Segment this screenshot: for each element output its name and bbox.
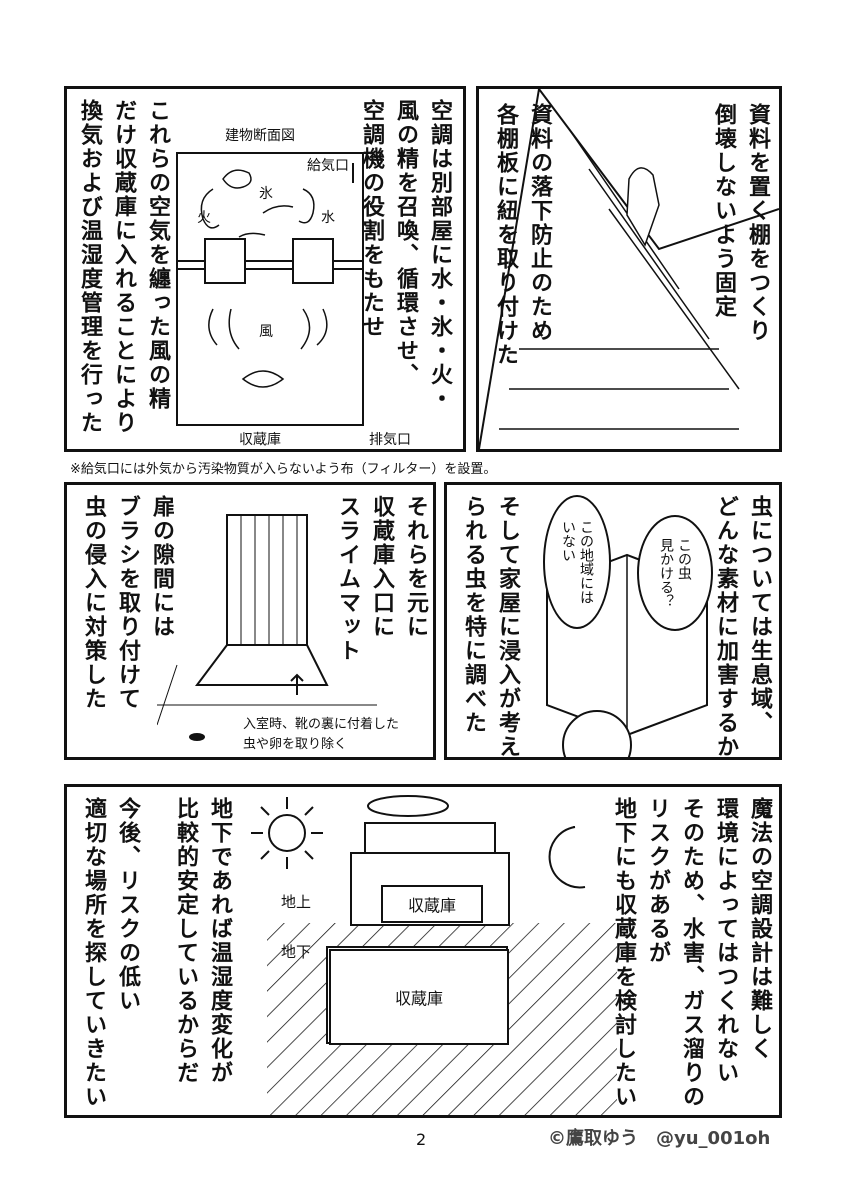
panel-underground: 収蔵庫 収蔵庫 地上 地下 魔法の空調設計は難しく 環境によってはつくれない そ… bbox=[64, 784, 782, 1118]
panel-air-conditioning: 空調は別部屋に水・氷・火・ 風の精を召喚、循環させ、 空調機の役割をもたせ これ… bbox=[64, 86, 466, 452]
speech-bubble-answer: この地域には いない bbox=[543, 495, 611, 629]
label-above-ground: 地上 bbox=[281, 893, 312, 911]
caption-1: 入室時、靴の裏に付着した bbox=[243, 717, 400, 732]
narration-6: 地下であれば温湿度変化が bbox=[207, 797, 232, 1085]
narration-4: リスクがあるが bbox=[645, 797, 670, 965]
storage-upper: 収蔵庫 bbox=[381, 885, 483, 923]
narration-1: 資料を置く棚をつくり bbox=[745, 103, 770, 343]
narration-3: そのため、水害、ガス溜りの bbox=[679, 797, 704, 1109]
building-cross-section bbox=[176, 152, 364, 426]
narration-2: 収蔵庫入口に bbox=[369, 495, 394, 639]
narration-right-1: 空調は別部屋に水・氷・火・ bbox=[427, 99, 452, 411]
narration-1: 魔法の空調設計は難しく bbox=[747, 797, 772, 1061]
label-inlet: 給気口 bbox=[307, 158, 349, 174]
narration-3: そして家屋に浸入が考え bbox=[495, 495, 520, 759]
sun-icon bbox=[251, 797, 323, 869]
door-illustration bbox=[157, 514, 377, 741]
narration-3: 資料の落下防止のため bbox=[527, 103, 552, 343]
narration-2: 倒壊しないよう固定 bbox=[711, 103, 736, 319]
label-water: 水 bbox=[321, 210, 335, 226]
narration-1: 虫については生息域、 bbox=[747, 495, 772, 735]
panel-insects: 虫については生息域、 どんな素材に加害するか そして家屋に浸入が考え られる虫を… bbox=[444, 482, 782, 760]
narration-4: られる虫を特に調べた bbox=[461, 495, 486, 735]
narration-4: 扉の隙間には bbox=[149, 495, 174, 639]
label-below-ground: 地下 bbox=[281, 943, 312, 961]
narration-8: 今後、リスクの低い bbox=[115, 797, 140, 1013]
narration-2: 環境によってはつくれない bbox=[713, 797, 738, 1085]
page-number: 2 bbox=[416, 1130, 427, 1149]
narration-1: それらを元に bbox=[403, 495, 428, 639]
label-ice: 氷 bbox=[259, 186, 273, 202]
narration-2: どんな素材に加害するか bbox=[713, 495, 738, 759]
label-outlet: 排気口 bbox=[369, 432, 411, 448]
moon-icon bbox=[548, 826, 586, 889]
narration-9: 適切な場所を探していきたい bbox=[81, 797, 106, 1109]
label-wind: 風 bbox=[259, 324, 273, 340]
panel-shelves: 資料を置く棚をつくり 倒壊しないよう固定 資料の落下防止のため 各棚板に紐を取り… bbox=[476, 86, 782, 452]
narration-3: スライムマット bbox=[335, 495, 360, 663]
narration-right-2: 風の精を召喚、循環させ、 bbox=[393, 99, 418, 387]
narration-left-1: これらの空気を纏った風の精 bbox=[145, 99, 170, 411]
narration-7: 比較的安定しているからだ bbox=[173, 797, 198, 1085]
caption-2: 虫や卵を取り除く bbox=[243, 737, 348, 752]
narration-left-3: 換気および温湿度管理を行った bbox=[77, 99, 102, 435]
speech-bubble-question: この虫 見かける？ bbox=[637, 515, 713, 631]
narration-4: 各棚板に紐を取り付けた bbox=[493, 103, 518, 367]
narration-5: 地下にも収蔵庫を検討したい bbox=[611, 797, 636, 1109]
label-storage: 収蔵庫 bbox=[239, 432, 281, 448]
narration-6: 虫の侵入に対策した bbox=[81, 495, 106, 711]
narration-5: ブラシを取り付けて bbox=[115, 495, 140, 711]
diagram-title: 建物断面図 bbox=[225, 128, 295, 144]
cloud-icon bbox=[367, 795, 449, 817]
panel-entrance: それらを元に 収蔵庫入口に スライムマット 扉の隙間には ブラシを取り付けて 虫… bbox=[64, 482, 436, 760]
shelf-illustration bbox=[479, 89, 779, 449]
storage-lower: 収蔵庫 bbox=[329, 949, 509, 1045]
narration-left-2: だけ収蔵庫に入れることにより bbox=[111, 99, 136, 435]
label-fire: 火 bbox=[197, 210, 211, 226]
credit: ©鷹取ゆう @yu_001oh bbox=[548, 1128, 771, 1149]
footnote: ※給気口には外気から汚染物質が入らないよう布（フィルター）を設置。 bbox=[70, 462, 497, 477]
